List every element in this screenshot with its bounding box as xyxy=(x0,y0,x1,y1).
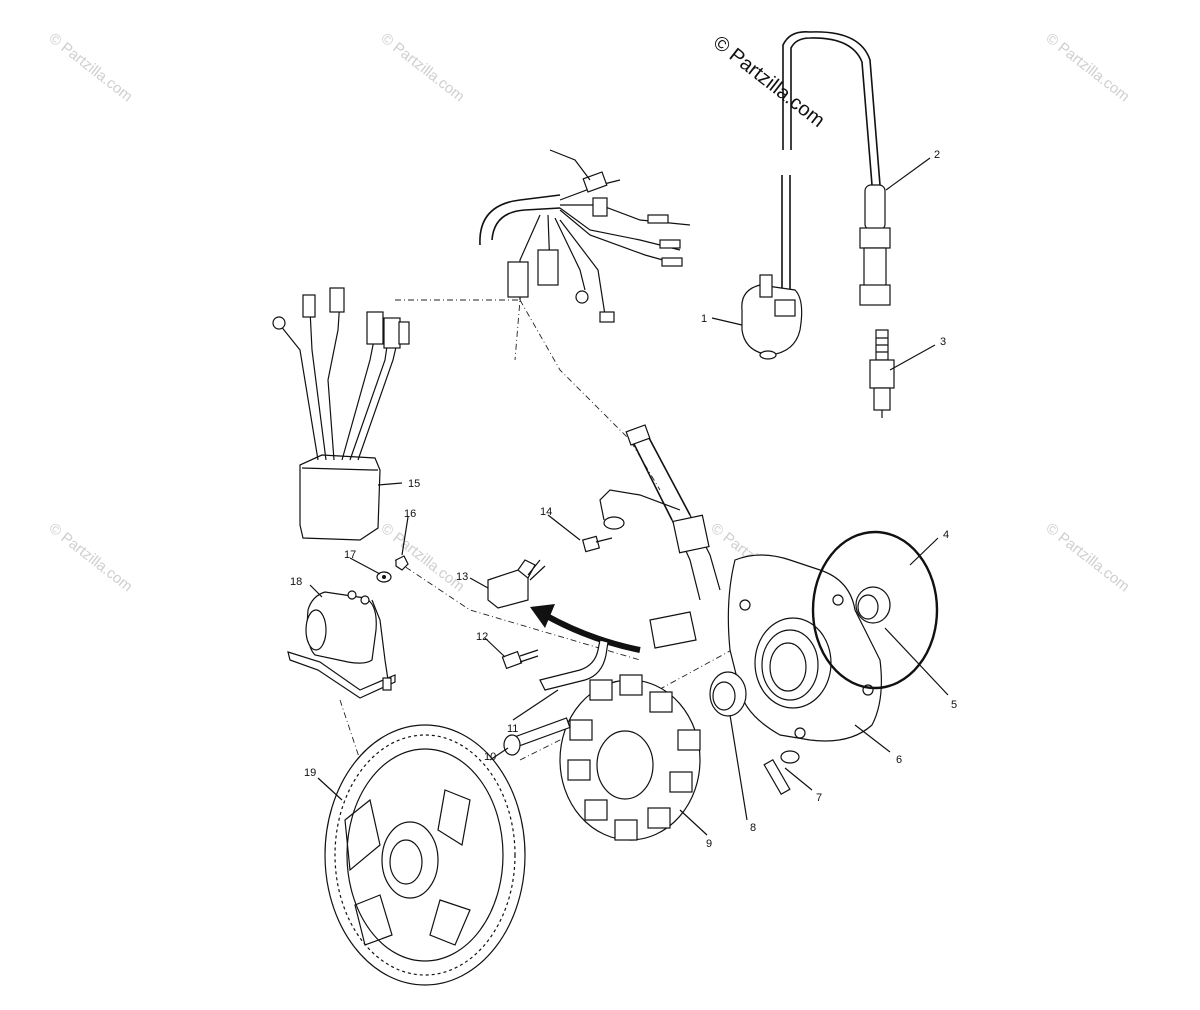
bearing xyxy=(855,586,891,624)
callout-18: 18 xyxy=(290,576,302,588)
plate-bolt xyxy=(763,750,800,796)
callout-7: 7 xyxy=(816,792,822,804)
ignition-coil xyxy=(741,175,803,360)
watermark-faint: © Partzilla.com xyxy=(46,520,136,596)
callout-6: 6 xyxy=(896,754,902,766)
callout-13: 13 xyxy=(456,571,468,583)
cdi-box xyxy=(272,287,410,541)
callout-4: 4 xyxy=(943,529,949,541)
callout-11: 11 xyxy=(507,723,518,735)
callout-10: 10 xyxy=(484,751,496,763)
high-tension-lead xyxy=(782,30,881,186)
callout-17: 17 xyxy=(344,549,356,561)
callout-5: 5 xyxy=(951,699,957,711)
direction-arrow xyxy=(530,604,641,653)
stator-coil xyxy=(559,674,701,841)
callout-12: 12 xyxy=(476,631,488,643)
clamp-screw xyxy=(501,649,539,670)
watermark-faint: © Partzilla.com xyxy=(378,30,468,106)
callout-14: 14 xyxy=(540,506,552,518)
oil-seal xyxy=(709,671,747,717)
stator-bolt xyxy=(503,717,571,756)
stator-plate xyxy=(727,554,882,742)
callout-15: 15 xyxy=(408,478,420,490)
watermark-main: © Partzilla.com xyxy=(709,32,829,132)
pickup-sensor xyxy=(487,559,546,609)
ground-screw xyxy=(581,489,681,553)
wire-harness xyxy=(479,149,691,323)
watermark-faint: © Partzilla.com xyxy=(1043,520,1133,596)
faint-watermarks: © Partzilla.com © Partzilla.com © Partzi… xyxy=(46,30,1133,596)
watermark-faint: © Partzilla.com xyxy=(1043,30,1133,106)
callout-numbers: 1 2 3 4 5 6 7 8 9 10 11 12 13 14 15 16 1… xyxy=(290,149,957,850)
stator-harness xyxy=(625,424,721,649)
wire-clamp xyxy=(539,639,609,691)
spark-plug-cap xyxy=(859,184,891,306)
o-ring xyxy=(811,530,939,690)
callout-2: 2 xyxy=(934,149,940,161)
watermark-faint: © Partzilla.com xyxy=(46,30,136,106)
callout-8: 8 xyxy=(750,822,756,834)
callout-1: 1 xyxy=(701,313,707,325)
callout-9: 9 xyxy=(706,838,712,850)
watermark-faint: © Partzilla.com xyxy=(378,520,468,596)
leader-lines xyxy=(309,157,949,836)
callout-3: 3 xyxy=(940,336,946,348)
nut-and-washer xyxy=(376,555,409,583)
callout-16: 16 xyxy=(404,508,416,520)
starter-solenoid xyxy=(287,590,396,699)
callout-19: 19 xyxy=(304,767,316,779)
flywheel xyxy=(324,724,526,986)
spark-plug xyxy=(869,329,895,418)
